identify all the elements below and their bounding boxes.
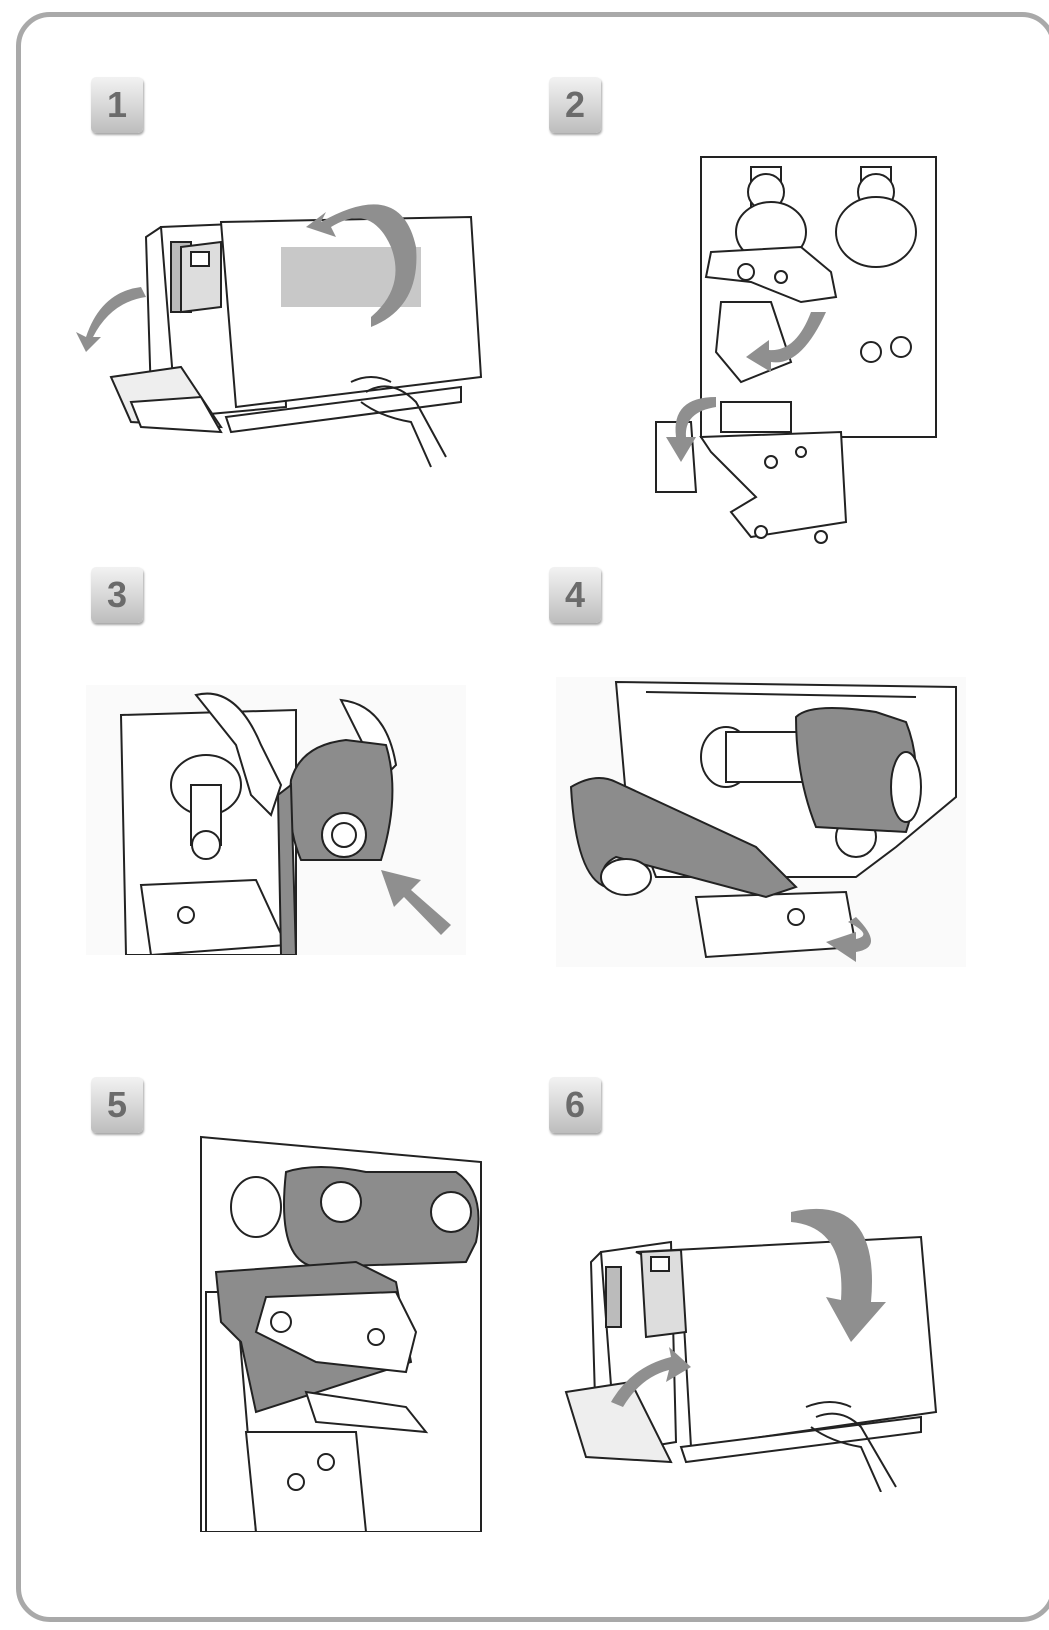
step-4-thread-ribbon-illustration xyxy=(556,677,966,967)
step-1-open-cover-illustration xyxy=(71,177,511,477)
step-2-badge: 2 xyxy=(549,77,601,133)
instruction-frame: 1 2 xyxy=(16,12,1049,1622)
step-2-release-mechanism-illustration xyxy=(651,152,941,552)
step-4-badge: 4 xyxy=(549,567,601,623)
step-5-ribbon-path-illustration xyxy=(196,1132,486,1532)
step-5-badge: 5 xyxy=(91,1077,143,1133)
step-6-close-cover-illustration xyxy=(561,1192,961,1492)
step-3-install-ribbon-roll-illustration xyxy=(86,685,466,955)
step-3-badge: 3 xyxy=(91,567,143,623)
step-6-badge: 6 xyxy=(549,1077,601,1133)
step-1-badge: 1 xyxy=(91,77,143,133)
